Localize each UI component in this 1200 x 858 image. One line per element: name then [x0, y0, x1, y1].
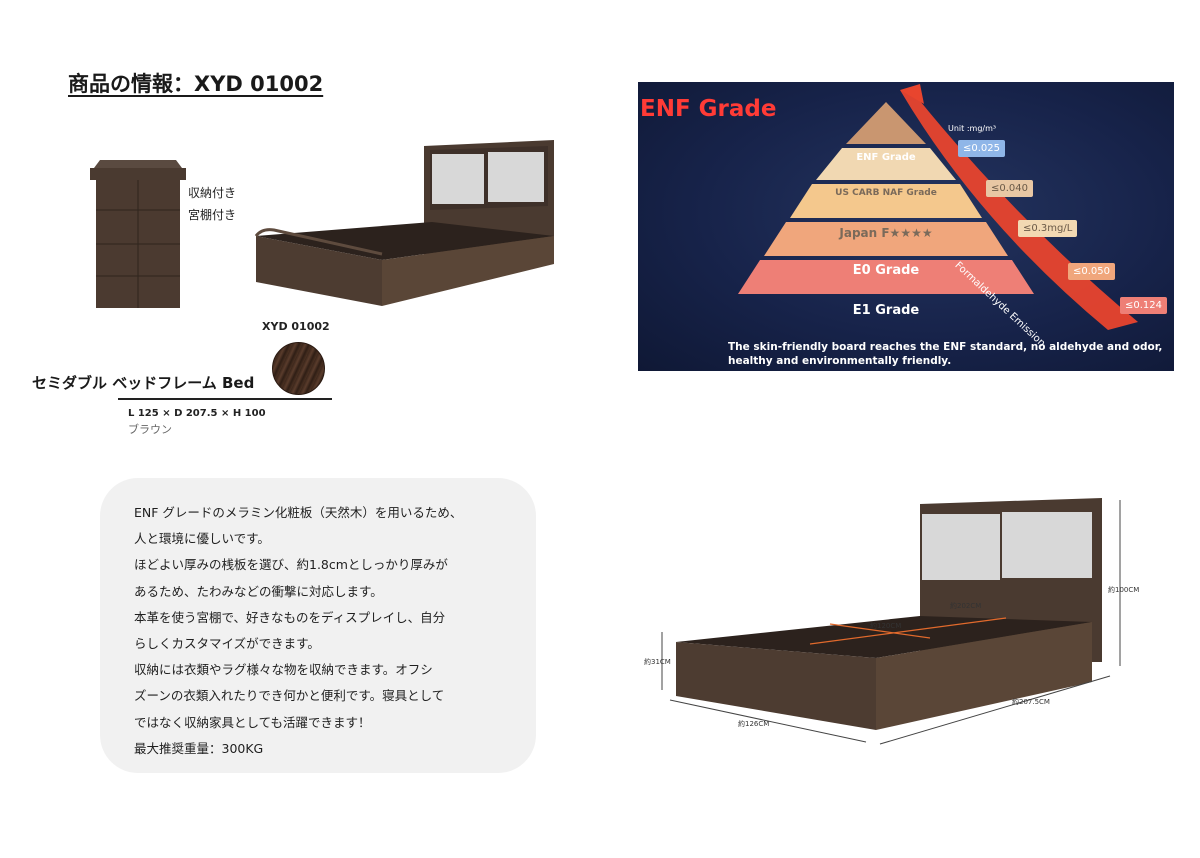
product-dimensions: L 125 × D 207.5 × H 100	[128, 408, 266, 419]
product-color: ブラウン	[128, 423, 172, 436]
model-label: XYD 01002	[262, 320, 330, 333]
description-box: ENF グレードのメラミン化粧板（天然木）を用いるため、 人と環境に優しいです。…	[100, 478, 536, 773]
inner-length-label: 約202CM	[950, 601, 981, 610]
limit-badge-e1: ≤0.124	[1120, 297, 1168, 314]
description-line: 人と環境に優しいです。	[134, 531, 270, 547]
tier-label-e1: E1 Grade	[852, 303, 920, 318]
bed-illustration	[254, 140, 554, 306]
frame-height-label: 約31CM	[644, 657, 671, 666]
tier-label-japan: Japan F★★★★	[839, 226, 933, 240]
enf-title: ENF Grade	[640, 96, 777, 122]
enf-unit: Unit :mg/m³	[948, 124, 997, 133]
limit-badge-japan: ≤0.3mg/L	[1018, 220, 1078, 237]
description-line: あるため、たわみなどの衝撃に対応します。	[134, 583, 383, 599]
description-line: ほどよい厚みの桟板を選び、約1.8cmとしっかり厚みが	[134, 557, 448, 573]
cabinet-note: 収納付き 宮棚付き	[188, 182, 236, 226]
description-line: らしくカスタマイズができます。	[134, 636, 320, 652]
tier-label-enf: ENF Grade	[856, 152, 916, 163]
limit-badge-carb: ≤0.040	[986, 180, 1034, 197]
product-name: セミダブル ベッドフレーム Bed	[32, 374, 255, 392]
cabinet-illustration	[90, 160, 186, 308]
inner-width-label: 約120CM	[870, 621, 901, 630]
limit-badge-enf: ≤0.025	[958, 140, 1006, 157]
max-weight-line: 最大推奨重量：300KG	[134, 740, 264, 756]
limit-badge-e0: ≤0.050	[1068, 263, 1116, 280]
description-line: 本革を使う宮棚で、好きなものをディスプレイし、自分	[134, 609, 446, 625]
tier-label-e0: E0 Grade	[852, 263, 920, 278]
tier-label-carb: US CARB NAF Grade	[835, 188, 937, 198]
dimension-diagram: 約120CM 約202CM 約100CM 約31CM 約126CM 約207.5…	[644, 498, 1139, 745]
description-line: ズーンの衣類入れたりでき何かと便利です。寝具として	[134, 688, 445, 704]
product-divider	[118, 398, 332, 400]
headboard-height-label: 約100CM	[1108, 585, 1139, 594]
width-label: 約126CM	[738, 719, 769, 728]
length-label: 約207.5CM	[1012, 697, 1050, 706]
description-line: ENF グレードのメラミン化粧板（天然木）を用いるため、	[134, 505, 463, 520]
enf-caption: The skin-friendly board reaches the ENF …	[728, 341, 1163, 367]
description-line: ではなく収納家具としても活躍できます！	[134, 714, 371, 730]
enf-grade-panel: ENF Grade Unit :mg/m³ ENF Grade US CARB …	[638, 82, 1174, 371]
page-title: 商品の情報：XYD 01002	[68, 72, 324, 96]
wood-color-swatch	[272, 342, 325, 395]
shelf-note: 宮棚付き	[188, 208, 237, 222]
storage-note: 収納付き	[188, 186, 237, 200]
description-line: 収納には衣類やラグ様々な物を収納できます。オフシ	[134, 662, 433, 678]
